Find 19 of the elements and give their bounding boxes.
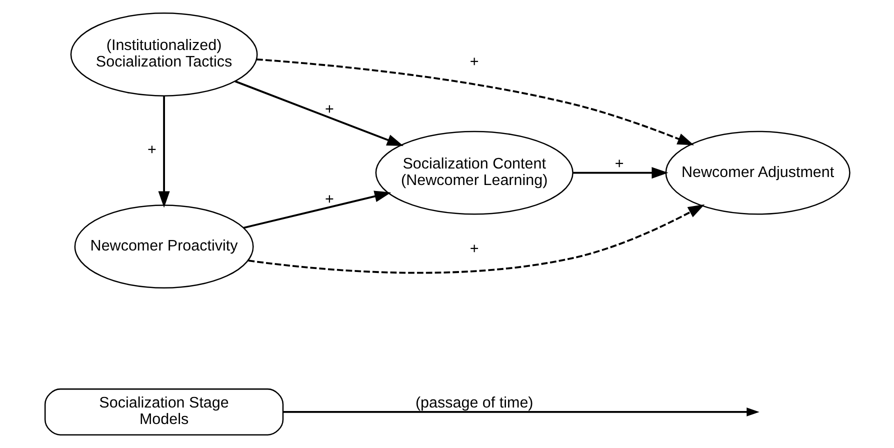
arrow [248,204,704,274]
edge-label: (passage of time) [414,394,533,412]
edge-label: + [146,141,156,158]
arrow [282,408,759,416]
arrow [243,190,391,229]
edge-label: + [324,100,334,118]
edge-label: + [614,155,624,172]
node-ellipse: Newcomer Proactivity [74,204,254,289]
arrow [234,80,404,146]
arrow [256,58,694,146]
edge-label: + [469,54,478,71]
arrow [572,167,668,179]
node-ellipse: Socialization Content (Newcomer Learning) [374,130,573,215]
arrow [158,96,170,208]
node-ellipse: (Institutionalized) Socialization Tactics [70,12,258,96]
node-ellipse: Newcomer Adjustment [664,130,850,215]
node-box: Socialization Stage Models [44,388,284,436]
edge-label: + [469,240,478,258]
edge-label: + [324,191,334,208]
